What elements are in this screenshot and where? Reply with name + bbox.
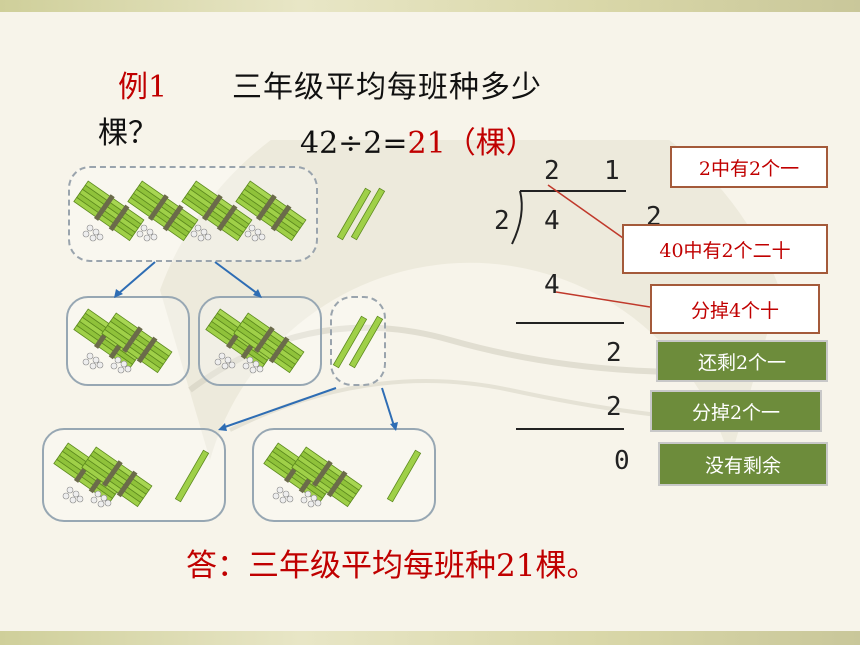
divisor: 2 [494, 206, 510, 236]
example-label: 例1 [118, 70, 168, 105]
quotient-ones: 1 [604, 156, 620, 186]
step1-subtract: 4 [544, 270, 560, 300]
equation-result: 21（棵） [407, 126, 536, 161]
callout-ones: 2中有2个一 [670, 146, 828, 188]
dividend-tens: 4 [544, 206, 560, 236]
equation: 42÷2=21（棵） [300, 118, 536, 162]
step1-line [516, 322, 624, 324]
step1-remainder: 2 [606, 338, 622, 368]
question-line-2: 棵？ [98, 116, 158, 151]
callout-remain-ones: 还剩2个一 [656, 340, 828, 382]
step2-subtract: 2 [606, 392, 622, 422]
quotient-tens: 2 [544, 156, 560, 186]
step2-line [516, 428, 624, 430]
question-line-1: 三年级平均每班种多少 [232, 70, 542, 105]
final-remainder: 0 [614, 446, 630, 476]
callout-tens: 40中有2个二十 [622, 224, 828, 274]
callout-split-tens: 分掉4个十 [650, 284, 820, 334]
top-border [0, 0, 860, 12]
bottom-border [0, 631, 860, 645]
callout-split-ones: 分掉2个一 [650, 390, 822, 432]
equation-left: 42÷2= [300, 126, 408, 161]
callout-no-remainder: 没有剩余 [658, 442, 828, 486]
division-bar [520, 190, 626, 192]
answer-sentence: 答：三年级平均每班种21棵。 [186, 548, 598, 584]
group-ones [330, 296, 386, 386]
